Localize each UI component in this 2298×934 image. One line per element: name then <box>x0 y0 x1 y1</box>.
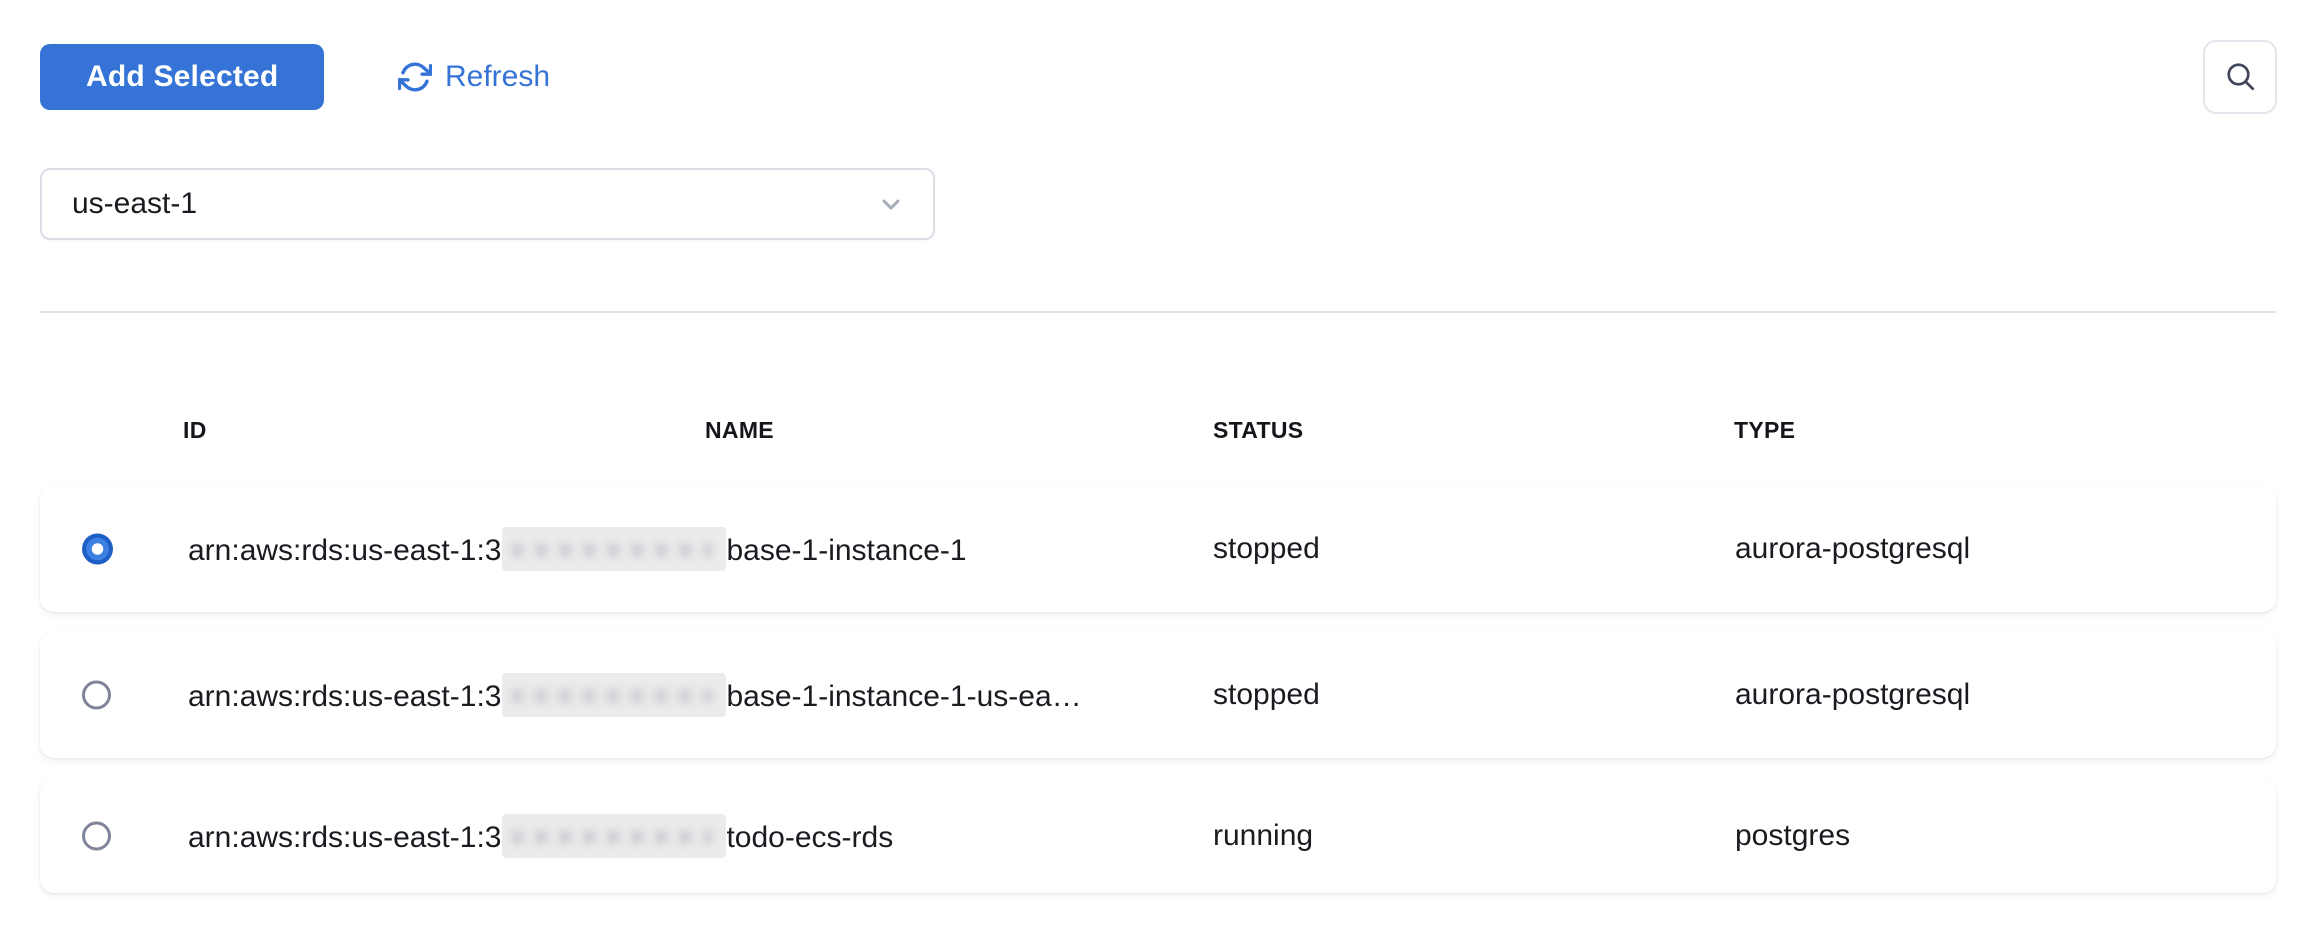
add-selected-button[interactable]: Add Selected <box>40 44 325 110</box>
instance-status: stopped <box>1213 678 1320 711</box>
column-header-id: ID <box>183 417 207 443</box>
id-text-prefix: arn:aws:rds:us-east-1:3 <box>188 820 502 854</box>
refresh-label: Refresh <box>445 60 551 93</box>
search-button[interactable] <box>2203 40 2277 114</box>
redaction-overlay <box>502 813 727 858</box>
column-header-name: NAME <box>705 417 774 443</box>
instance-type: aurora-postgresql <box>1735 678 1971 711</box>
refresh-button[interactable]: Refresh <box>398 44 550 110</box>
region-select[interactable]: us-east-1 <box>40 168 935 240</box>
column-header-type: TYPE <box>1734 417 1796 443</box>
redaction-overlay <box>502 527 727 571</box>
refresh-icon <box>398 60 432 94</box>
table-header-row: ID NAME STATUS TYPE <box>40 417 2276 445</box>
id-text-prefix: arn:aws:rds:us-east-1:3 <box>188 534 502 567</box>
search-icon <box>2222 58 2258 97</box>
column-header-status: STATUS <box>1213 417 1304 443</box>
instance-id: arn:aws:rds:us-east-1:3 base-1-instance-1 <box>188 527 967 571</box>
instance-type: aurora-postgresql <box>1735 532 1971 565</box>
row-radio-button[interactable] <box>82 821 111 850</box>
instance-type: postgres <box>1735 818 1851 852</box>
chevron-down-icon <box>877 190 905 218</box>
table-row[interactable]: arn:aws:rds:us-east-1:3 base-1-instance-1… <box>40 632 2276 758</box>
id-text-prefix: arn:aws:rds:us-east-1:3 <box>188 680 502 713</box>
instance-name: base-1-instance-1-us-ea… <box>726 680 1082 713</box>
instance-status: stopped <box>1213 532 1320 565</box>
row-radio-button[interactable] <box>82 533 113 565</box>
region-select-value: us-east-1 <box>72 187 198 220</box>
instance-name: todo-ecs-rds <box>726 820 894 854</box>
instance-id: arn:aws:rds:us-east-1:3 todo-ecs-rds <box>188 813 894 858</box>
redaction-overlay <box>502 673 727 717</box>
instance-id: arn:aws:rds:us-east-1:3 base-1-instance-1… <box>188 673 1082 717</box>
section-divider <box>40 311 2276 313</box>
instance-status: running <box>1213 818 1314 852</box>
row-radio-button[interactable] <box>82 680 111 710</box>
table-row[interactable]: arn:aws:rds:us-east-1:3 todo-ecs-rds runn… <box>40 778 2276 893</box>
table-row[interactable]: arn:aws:rds:us-east-1:3 base-1-instance-1… <box>40 486 2276 612</box>
instance-name: base-1-instance-1 <box>726 534 967 567</box>
